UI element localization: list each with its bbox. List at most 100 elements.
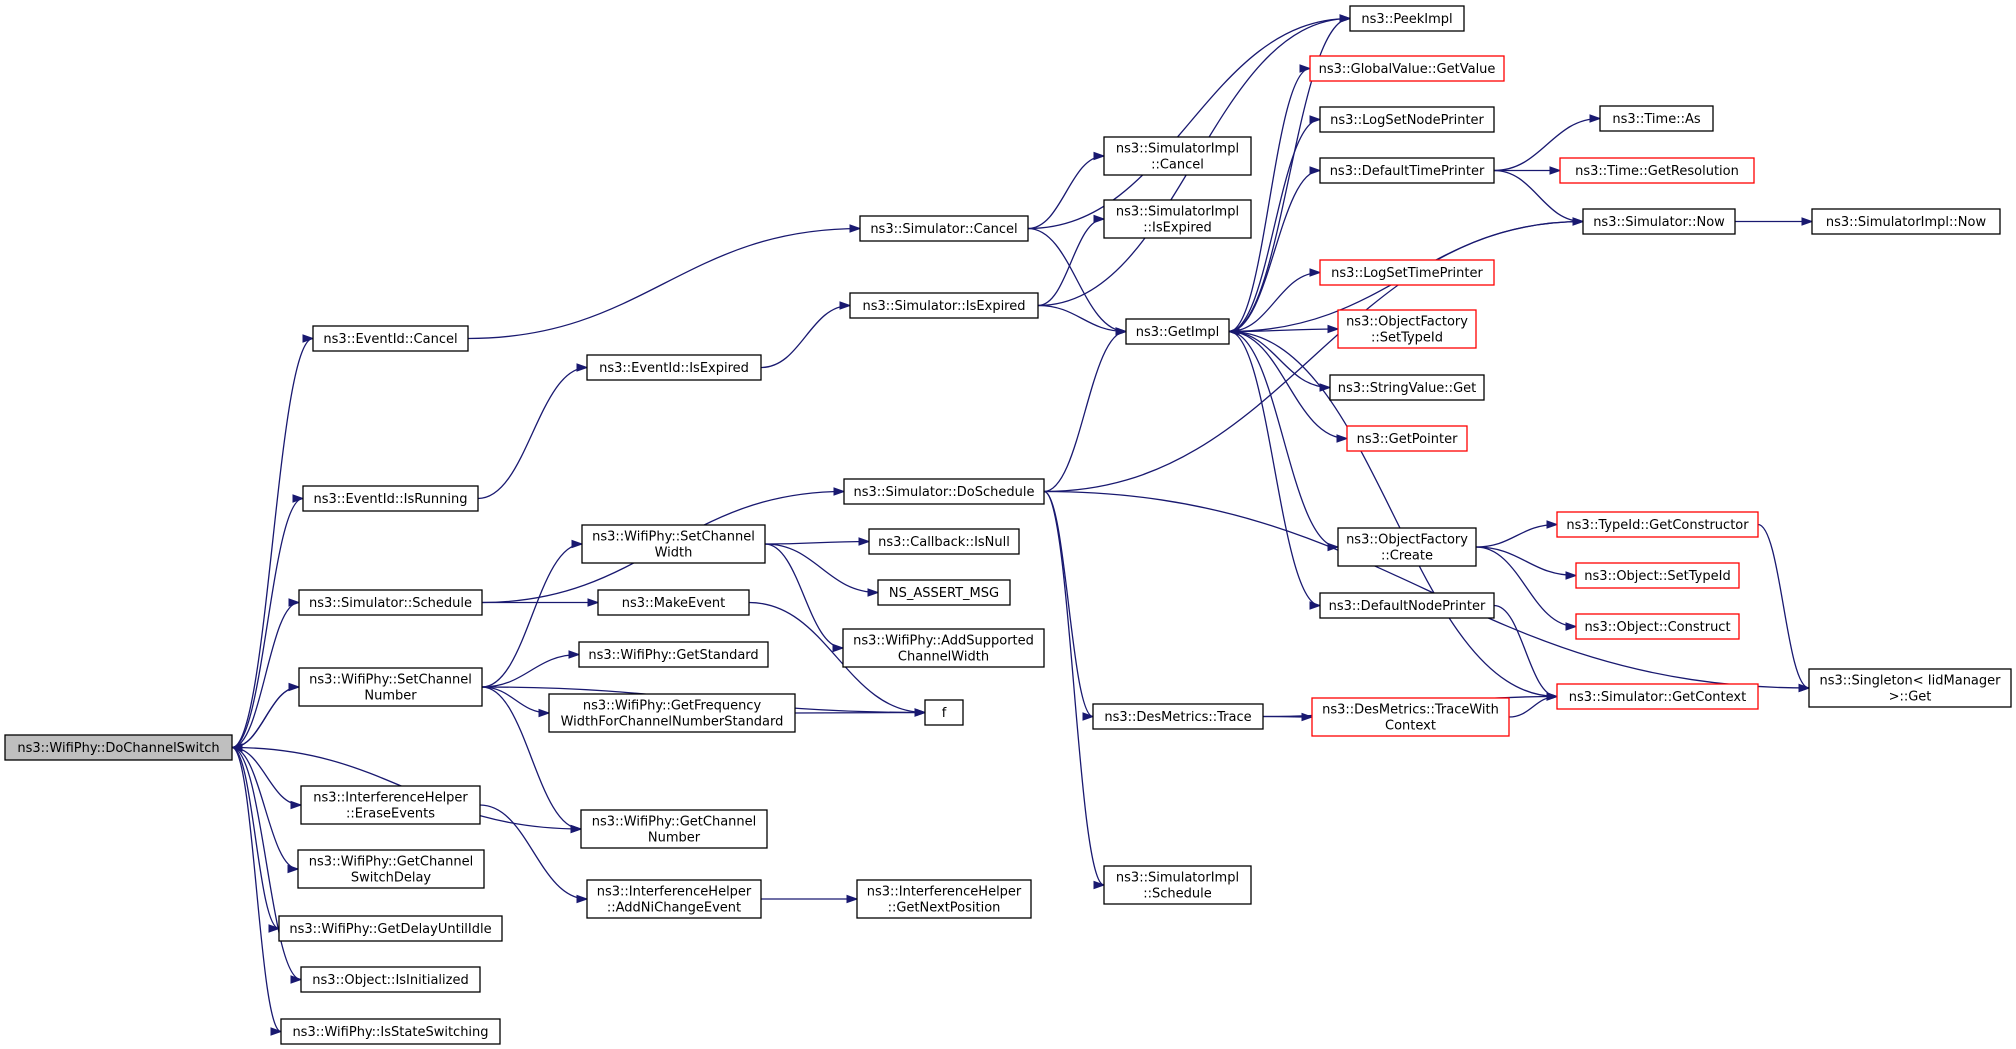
node-box[interactable] (586, 354, 762, 381)
node-IsStateSwitching[interactable]: ns3::WifiPhy::IsStateSwitching (280, 1018, 501, 1045)
node-EraseEvents[interactable]: ns3::InterferenceHelper::EraseEvents (300, 785, 481, 825)
node-ImplSchedule[interactable]: ns3::SimulatorImpl::Schedule (1103, 865, 1252, 905)
node-box[interactable] (1599, 105, 1714, 132)
node-GetStandard[interactable]: ns3::WifiPhy::GetStandard (578, 641, 769, 668)
node-LogSetNodePrinter[interactable]: ns3::LogSetNodePrinter (1319, 106, 1495, 133)
node-box[interactable] (924, 699, 964, 726)
node-TimeGetResolution[interactable]: ns3::Time::GetResolution (1559, 157, 1755, 184)
node-IsInitialized[interactable]: ns3::Object::IsInitialized (300, 966, 481, 993)
node-SimIsExpired[interactable]: ns3::Simulator::IsExpired (849, 292, 1039, 319)
node-box[interactable] (1309, 55, 1505, 82)
node-box[interactable] (280, 1018, 501, 1045)
node-box[interactable] (1092, 703, 1264, 730)
node-box[interactable] (302, 485, 479, 512)
node-box[interactable] (843, 478, 1045, 505)
node-EventIdIsExpired[interactable]: ns3::EventId::IsExpired (586, 354, 762, 381)
node-AddNiChangeEvent[interactable]: ns3::InterferenceHelper::AddNiChangeEven… (586, 879, 762, 919)
node-box[interactable] (548, 693, 796, 733)
node-box[interactable] (1337, 309, 1477, 349)
node-SingletonGet[interactable]: ns3::Singleton< IidManager >::Get (1808, 668, 2012, 708)
node-box[interactable] (586, 879, 762, 919)
node-ObjectConstruct[interactable]: ns3::Object::Construct (1575, 613, 1740, 640)
node-SimCancel[interactable]: ns3::Simulator::Cancel (859, 215, 1029, 242)
node-box[interactable] (580, 809, 768, 849)
node-DefaultNodePrinter[interactable]: ns3::DefaultNodePrinter (1319, 592, 1495, 619)
node-CallbackIsNull[interactable]: ns3::Callback::IsNull (868, 528, 1020, 555)
node-box[interactable] (1319, 157, 1495, 184)
node-GetPointer[interactable]: ns3::GetPointer (1346, 425, 1468, 452)
node-box[interactable] (1319, 259, 1495, 286)
node-box[interactable] (849, 292, 1039, 319)
node-box[interactable] (1575, 613, 1740, 640)
node-box[interactable] (298, 667, 483, 707)
node-SimSchedule[interactable]: ns3::Simulator::Schedule (298, 589, 483, 616)
node-box[interactable] (1556, 683, 1759, 710)
node-box[interactable] (298, 589, 483, 616)
node-GetDelayUntilIdle[interactable]: ns3::WifiPhy::GetDelayUntilIdle (278, 915, 503, 942)
node-DoChannelSwitch[interactable]: ns3::WifiPhy::DoChannelSwitch (4, 734, 233, 761)
node-box[interactable] (1329, 374, 1485, 401)
node-box[interactable] (578, 641, 769, 668)
node-GlobalValueGetValue[interactable]: ns3::GlobalValue::GetValue (1309, 55, 1505, 82)
node-box[interactable] (1337, 527, 1477, 567)
node-box[interactable] (1556, 511, 1759, 538)
node-box[interactable] (1559, 157, 1755, 184)
node-box[interactable] (877, 579, 1011, 606)
node-GetNextPosition[interactable]: ns3::InterferenceHelper::GetNextPosition (856, 879, 1032, 919)
node-box[interactable] (1103, 136, 1252, 176)
node-box[interactable] (581, 524, 766, 564)
node-EventIdIsRunning[interactable]: ns3::EventId::IsRunning (302, 485, 479, 512)
node-box[interactable] (297, 849, 485, 889)
node-SimDoSchedule[interactable]: ns3::Simulator::DoSchedule (843, 478, 1045, 505)
node-GetImpl[interactable]: ns3::GetImpl (1125, 318, 1230, 345)
node-box[interactable] (1575, 562, 1740, 589)
node-ImplIsExpired[interactable]: ns3::SimulatorImpl::IsExpired (1103, 199, 1252, 239)
node-TimeAs[interactable]: ns3::Time::As (1599, 105, 1714, 132)
node-box[interactable] (312, 325, 469, 352)
node-ObjectSetTypeId[interactable]: ns3::Object::SetTypeId (1575, 562, 1740, 589)
node-box[interactable] (859, 215, 1029, 242)
node-MakeEvent[interactable]: ns3::MakeEvent (597, 589, 750, 616)
node-ObjectFactorySetTypeId[interactable]: ns3::ObjectFactory::SetTypeId (1337, 309, 1477, 349)
node-StringValueGet[interactable]: ns3::StringValue::Get (1329, 374, 1485, 401)
node-box[interactable] (4, 734, 233, 761)
node-box[interactable] (597, 589, 750, 616)
node-box[interactable] (842, 628, 1045, 668)
node-box[interactable] (1319, 106, 1495, 133)
node-box[interactable] (1311, 697, 1510, 737)
node-ObjectFactoryCreate[interactable]: ns3::ObjectFactory::Create (1337, 527, 1477, 567)
node-f[interactable]: f (924, 699, 964, 726)
node-DesMetricsTrace[interactable]: ns3::DesMetrics::Trace (1092, 703, 1264, 730)
node-EventIdCancel[interactable]: ns3::EventId::Cancel (312, 325, 469, 352)
node-box[interactable] (300, 966, 481, 993)
node-NS_ASSERT_MSG[interactable]: NS_ASSERT_MSG (877, 579, 1011, 606)
node-ImplCancel[interactable]: ns3::SimulatorImpl::Cancel (1103, 136, 1252, 176)
node-ImplNow[interactable]: ns3::SimulatorImpl::Now (1811, 208, 2001, 235)
node-box[interactable] (868, 528, 1020, 555)
node-box[interactable] (1103, 199, 1252, 239)
node-box[interactable] (1125, 318, 1230, 345)
node-SimGetContext[interactable]: ns3::Simulator::GetContext (1556, 683, 1759, 710)
node-PeekImpl[interactable]: ns3::PeekImpl (1349, 5, 1465, 32)
node-box[interactable] (1346, 425, 1468, 452)
node-box[interactable] (1808, 668, 2012, 708)
node-box[interactable] (1811, 208, 2001, 235)
node-box[interactable] (1319, 592, 1495, 619)
node-LogSetTimePrinter[interactable]: ns3::LogSetTimePrinter (1319, 259, 1495, 286)
node-GetFrequencyWidth[interactable]: ns3::WifiPhy::GetFrequencyWidthForChanne… (548, 693, 796, 733)
node-box[interactable] (856, 879, 1032, 919)
node-box[interactable] (1103, 865, 1252, 905)
node-GetConstructor[interactable]: ns3::TypeId::GetConstructor (1556, 511, 1759, 538)
node-DefaultTimePrinter[interactable]: ns3::DefaultTimePrinter (1319, 157, 1495, 184)
node-box[interactable] (1582, 208, 1736, 235)
node-SimNow[interactable]: ns3::Simulator::Now (1582, 208, 1736, 235)
node-box[interactable] (278, 915, 503, 942)
node-box[interactable] (300, 785, 481, 825)
node-box[interactable] (1349, 5, 1465, 32)
